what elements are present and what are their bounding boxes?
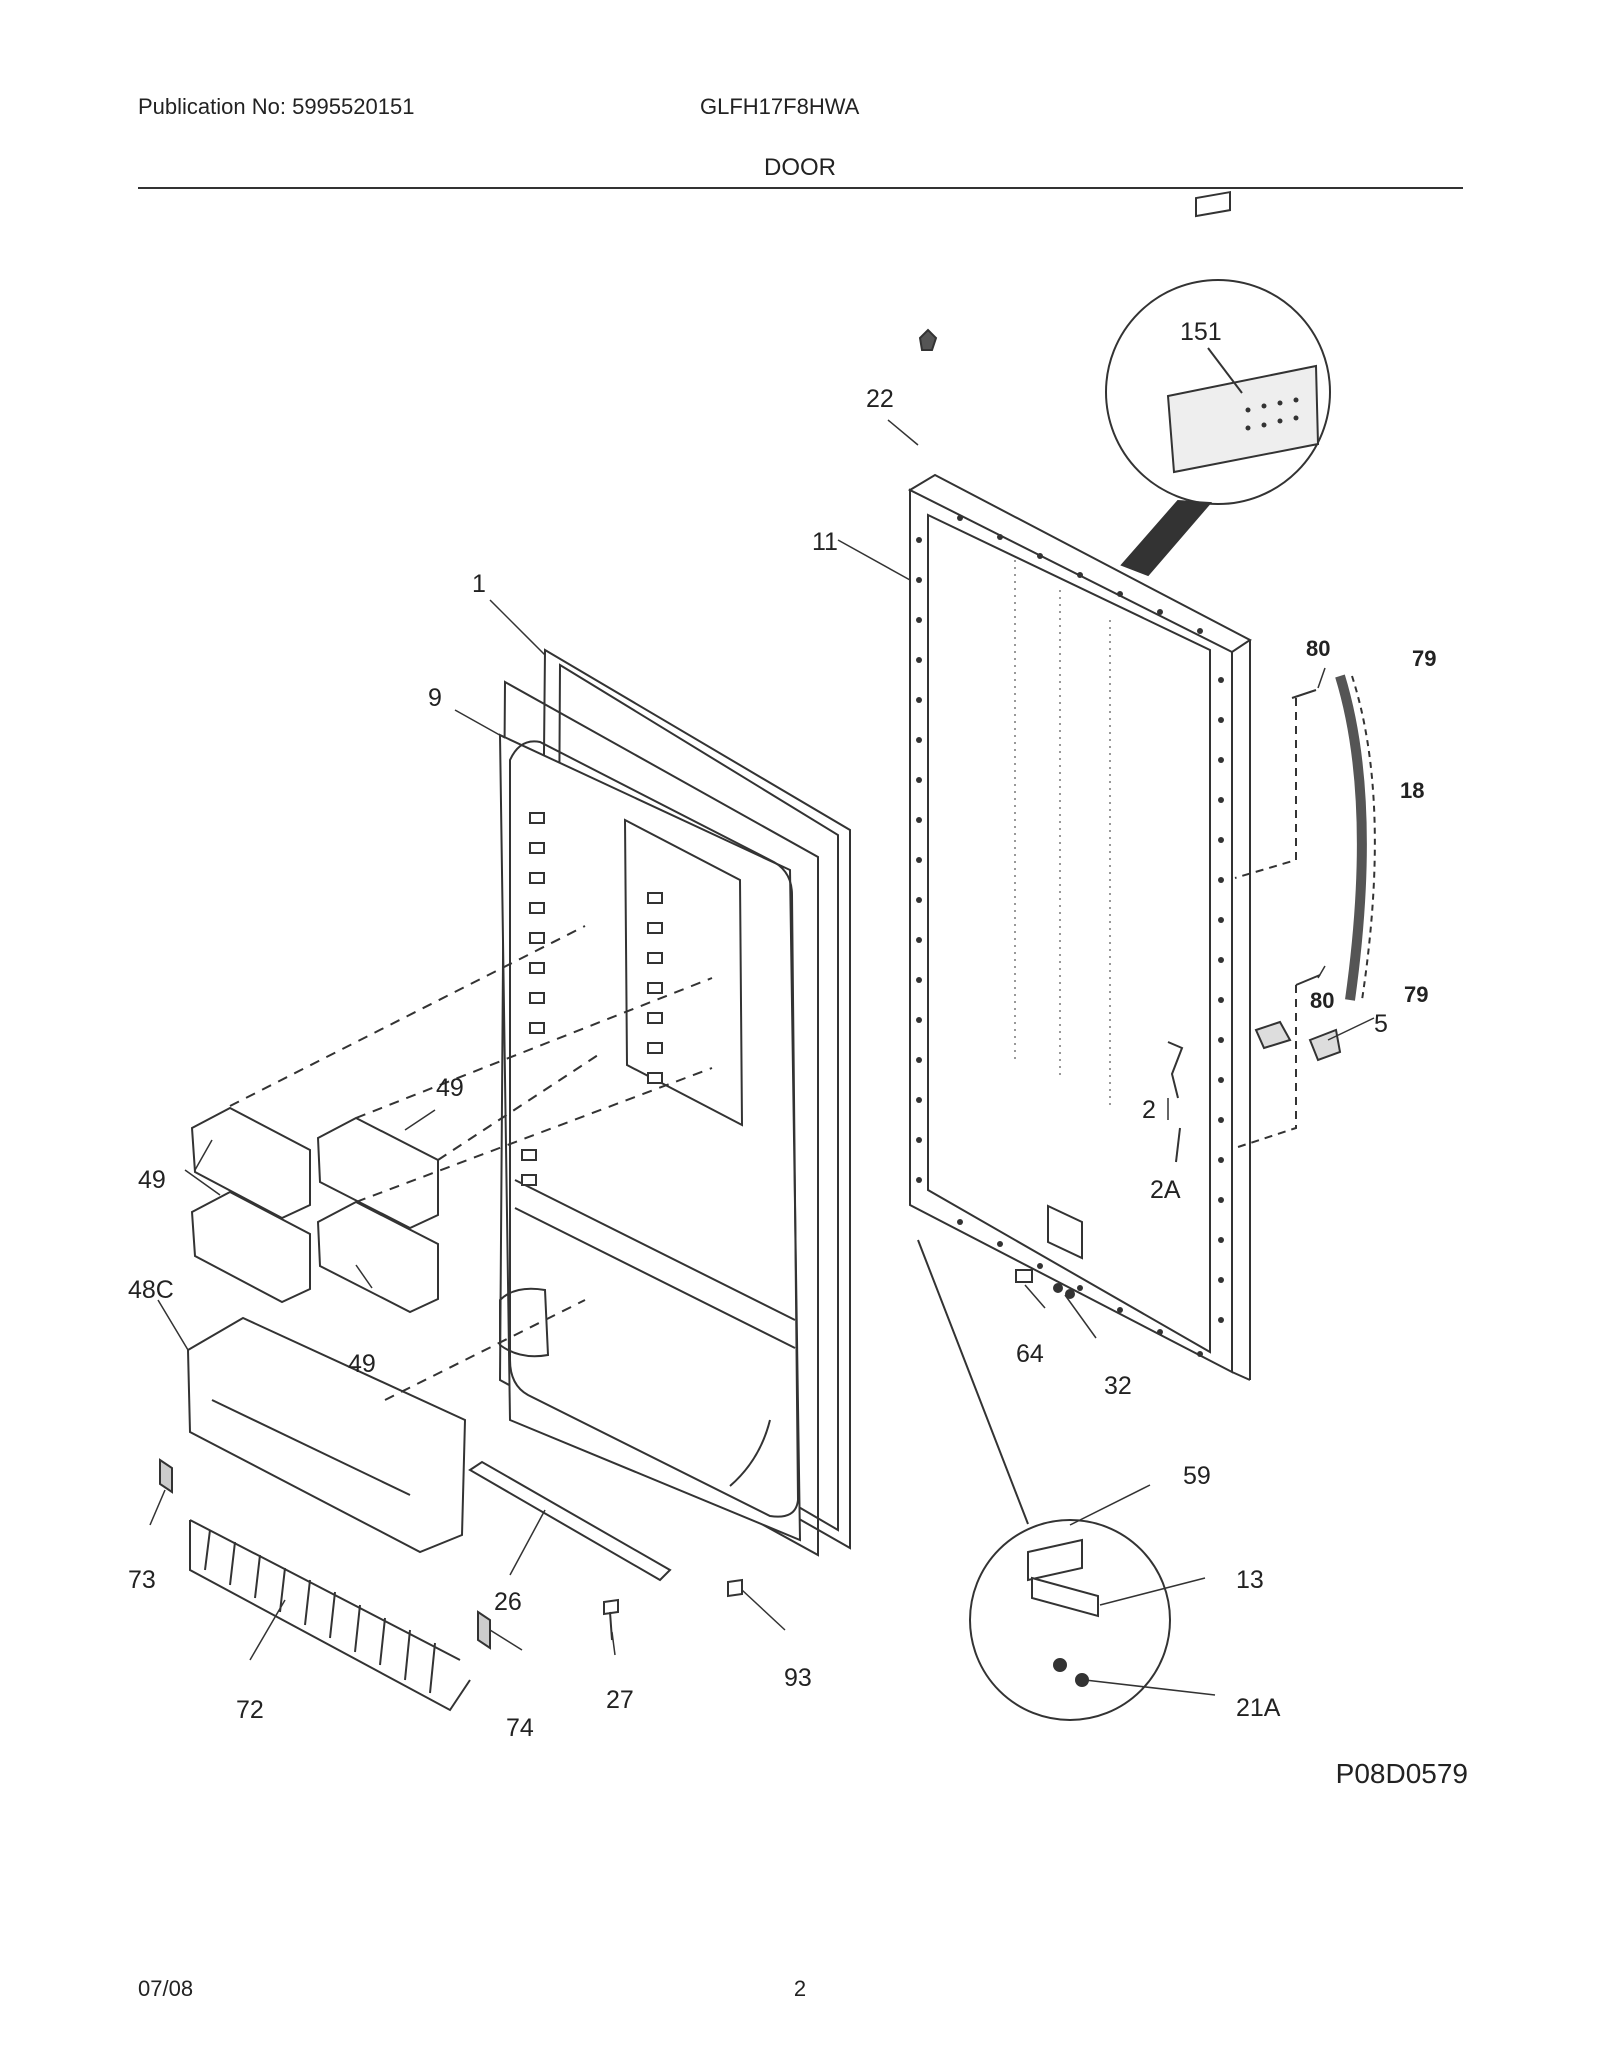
- callout-32: 32: [1104, 1372, 1132, 1400]
- callout-2: 2: [1142, 1096, 1156, 1124]
- control-panel-zoom: [1105, 190, 1331, 577]
- publication-number: Publication No: 5995520151: [138, 94, 415, 119]
- page-number: 2: [793, 1976, 807, 2001]
- callout-27: 27: [606, 1686, 634, 1714]
- section-title: DOOR: [764, 154, 836, 181]
- callout-18: 18: [1400, 778, 1424, 803]
- trim-strip: [468, 1460, 672, 1582]
- callout-9: 9: [428, 684, 442, 712]
- callout-11: 11: [812, 528, 838, 556]
- hinge-zoom: [917, 1239, 1171, 1721]
- callout-73: 73: [128, 1566, 156, 1594]
- door-handle: [1234, 674, 1376, 1149]
- header-rule: [138, 187, 1463, 189]
- small-parts: [159, 328, 1342, 1650]
- callout-21A: 21A: [1236, 1694, 1281, 1722]
- callout-49-right-bottom: 49: [348, 1350, 376, 1378]
- callout-79-top: 79: [1412, 646, 1436, 671]
- callout-22: 22: [866, 385, 894, 413]
- callout-59: 59: [1183, 1462, 1211, 1490]
- callout-151: 151: [1180, 318, 1222, 346]
- outer-door-panel: [907, 473, 1252, 1381]
- callout-49-left: 49: [138, 1166, 166, 1194]
- callout-80-bottom: 80: [1310, 988, 1334, 1013]
- drawing-code: P08D0579: [1335, 1758, 1468, 1789]
- callout-leaders: [149, 419, 1375, 1696]
- callout-80-top: 80: [1306, 636, 1330, 661]
- callout-48C: 48C: [128, 1276, 174, 1304]
- callout-72: 72: [236, 1696, 264, 1724]
- callout-64: 64: [1016, 1340, 1044, 1368]
- bottom-bin: [186, 1316, 467, 1554]
- callout-5: 5: [1374, 1010, 1388, 1038]
- callout-93: 93: [784, 1664, 812, 1692]
- callout-1: 1: [472, 570, 486, 598]
- bin-leaders: [229, 925, 713, 1401]
- door-bins: [190, 1106, 439, 1314]
- callout-49-right-top: 49: [436, 1074, 464, 1102]
- callout-13: 13: [1236, 1566, 1264, 1594]
- callout-2A: 2A: [1150, 1176, 1181, 1204]
- wire-shelf: [189, 1519, 471, 1712]
- inner-door-liner: [498, 733, 802, 1542]
- callout-79-bottom: 79: [1404, 982, 1428, 1007]
- model-number: GLFH17F8HWA: [700, 94, 860, 119]
- publication-date: 07/08: [138, 1976, 194, 2001]
- callout-26: 26: [494, 1588, 522, 1616]
- callout-74: 74: [506, 1714, 534, 1742]
